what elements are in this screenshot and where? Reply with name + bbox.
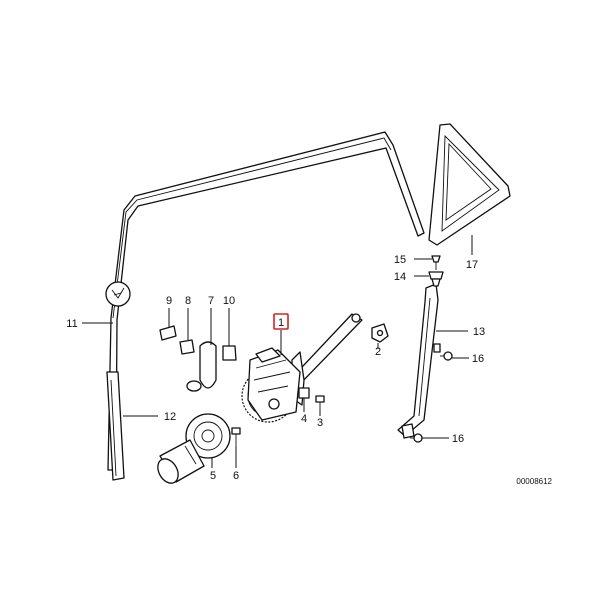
cap-9	[159, 325, 177, 341]
callout-16-upper: 16	[472, 353, 484, 365]
damper-8	[179, 339, 195, 355]
callout-4: 4	[301, 413, 307, 425]
lower-guide-rail	[106, 371, 125, 481]
callout-8: 8	[185, 295, 191, 307]
rear-guide-channel	[397, 283, 441, 439]
callout-2: 2	[375, 346, 381, 358]
quarter-window-frame	[428, 123, 511, 246]
reference-number: 00008612	[516, 477, 552, 486]
callout-12: 12	[164, 411, 176, 423]
screw-6	[231, 427, 241, 446]
callout-17: 17	[466, 259, 478, 271]
clip-14	[428, 271, 444, 287]
callout-10: 10	[223, 295, 235, 307]
callout-3: 3	[317, 417, 323, 429]
callout-6: 6	[233, 470, 239, 482]
callout-9: 9	[166, 295, 172, 307]
callout-14: 14	[394, 271, 406, 283]
callout-5: 5	[210, 470, 216, 482]
screw-16-lower	[410, 433, 423, 443]
callout-1: 1	[278, 317, 284, 329]
window-motor	[157, 413, 231, 484]
guide-piece-2	[371, 323, 389, 343]
callout-7: 7	[208, 295, 214, 307]
nut-4	[298, 387, 310, 399]
callout-16-lower: 16	[452, 433, 464, 445]
drive-belt-7	[186, 341, 217, 392]
leader-lines	[82, 235, 473, 468]
screw-16-upper	[440, 351, 453, 361]
window-regulator	[241, 313, 363, 423]
callout-15: 15	[394, 254, 406, 266]
bolt-3	[315, 395, 325, 410]
highlight-box	[273, 313, 289, 330]
screw-15	[431, 255, 441, 270]
callout-13: 13	[473, 326, 485, 338]
service-badge-icon	[105, 281, 131, 307]
callout-11: 11	[66, 318, 77, 330]
callout-labels: 1 2 3 4 5 6 7 8 9 10 11 12 13 14 15 16 1…	[66, 254, 485, 482]
bushing-10	[222, 345, 237, 361]
